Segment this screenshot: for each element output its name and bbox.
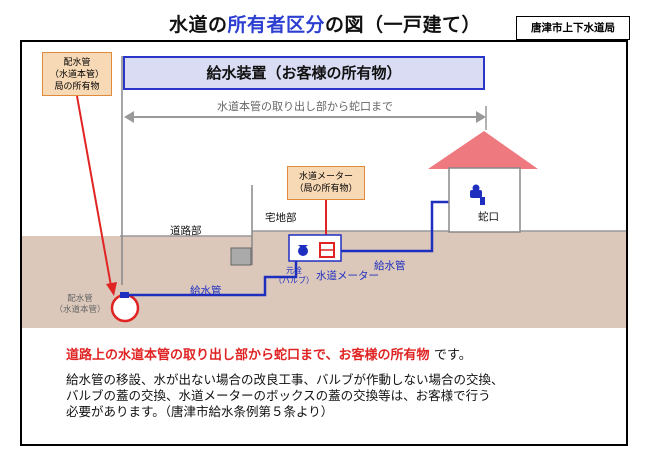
house-roof <box>428 131 538 169</box>
meter-label: 水道メーター <box>316 270 379 282</box>
owner-arrow-head <box>106 282 117 296</box>
main-valve-handle <box>298 245 308 249</box>
range-label: 水道本管の取り出し部から蛇口まで <box>217 100 393 113</box>
owner-arrow-line <box>76 95 112 287</box>
main-pipe-label-2: （水道本管） <box>54 305 106 315</box>
range-arrow-left <box>124 111 134 123</box>
supply-device-banner: 給水装置（お客様の所有物） <box>123 56 485 90</box>
supply-pipe-label-1: 給水管 <box>190 285 222 297</box>
notice-body: 給水管の移設、水が出ない場合の改良工事、バルブが作動しない場合の交換、 バルブの… <box>66 372 616 420</box>
faucet-spout <box>480 197 485 205</box>
main-pipe-takeoff <box>120 292 129 298</box>
main-valve-label-1: 元栓 <box>286 266 302 275</box>
owner-box-line2: （水道本管） <box>49 70 104 80</box>
meter-owner-box: 水道メーター （局の所有物） <box>287 166 365 200</box>
ownership-statement: 道路上の水道本管の取り出し部から蛇口まで、お客様の所有物 です。 <box>66 344 472 363</box>
owner-box-line1: 配水管 <box>63 58 91 68</box>
main-pipe-label-1: 配水管 <box>67 294 93 304</box>
main-pipe-owner-box: 配水管 （水道本管） 局の所有物 <box>42 52 112 96</box>
faucet-handle <box>472 184 480 192</box>
curb-block <box>230 247 252 266</box>
statement-tail: です。 <box>434 348 472 363</box>
notice-line: 必要があります。（唐津市給水条例第５条より） <box>66 404 334 419</box>
main-valve-icon <box>298 246 308 256</box>
statement-highlight: 道路上の水道本管の取り出し部から蛇口まで、お客様の所有物 <box>66 348 430 363</box>
yard-ground <box>252 231 626 236</box>
title-part1: 水道の <box>168 14 228 36</box>
notice-line: バルブの蓋の交換、水道メーターのボックスの蓋の交換等は、お客様で行う <box>66 388 491 403</box>
notice-line: 給水管の移設、水が出ない場合の改良工事、バルブが作動しない場合の交換、 <box>66 372 504 387</box>
main-valve-label: 元栓 （バルブ） <box>274 266 314 286</box>
residential-label: 宅地部 <box>265 212 297 224</box>
faucet-label: 蛇口 <box>478 211 499 223</box>
title-highlight: 所有者区分 <box>227 14 325 36</box>
bureau-label: 唐津市上下水道局 <box>516 16 630 40</box>
owner-box-line3: 局の所有物 <box>54 82 100 92</box>
meter-owner-line1: 水道メーター <box>298 172 353 182</box>
main-valve-label-2: （バルブ） <box>274 276 314 285</box>
supply-pipe-label-2: 給水管 <box>374 260 406 272</box>
page-title: 水道の所有者区分の図（一戸建て） <box>0 10 650 37</box>
road-label: 道路部 <box>170 225 202 237</box>
main-pipe-label: 配水管 （水道本管） <box>40 294 120 316</box>
title-part2: の図（一戸建て） <box>325 14 482 36</box>
diagram-frame <box>20 40 628 446</box>
meter-owner-line2: （局の所有物） <box>294 184 358 194</box>
faucet-body <box>470 190 482 198</box>
range-arrow-right <box>476 111 486 123</box>
